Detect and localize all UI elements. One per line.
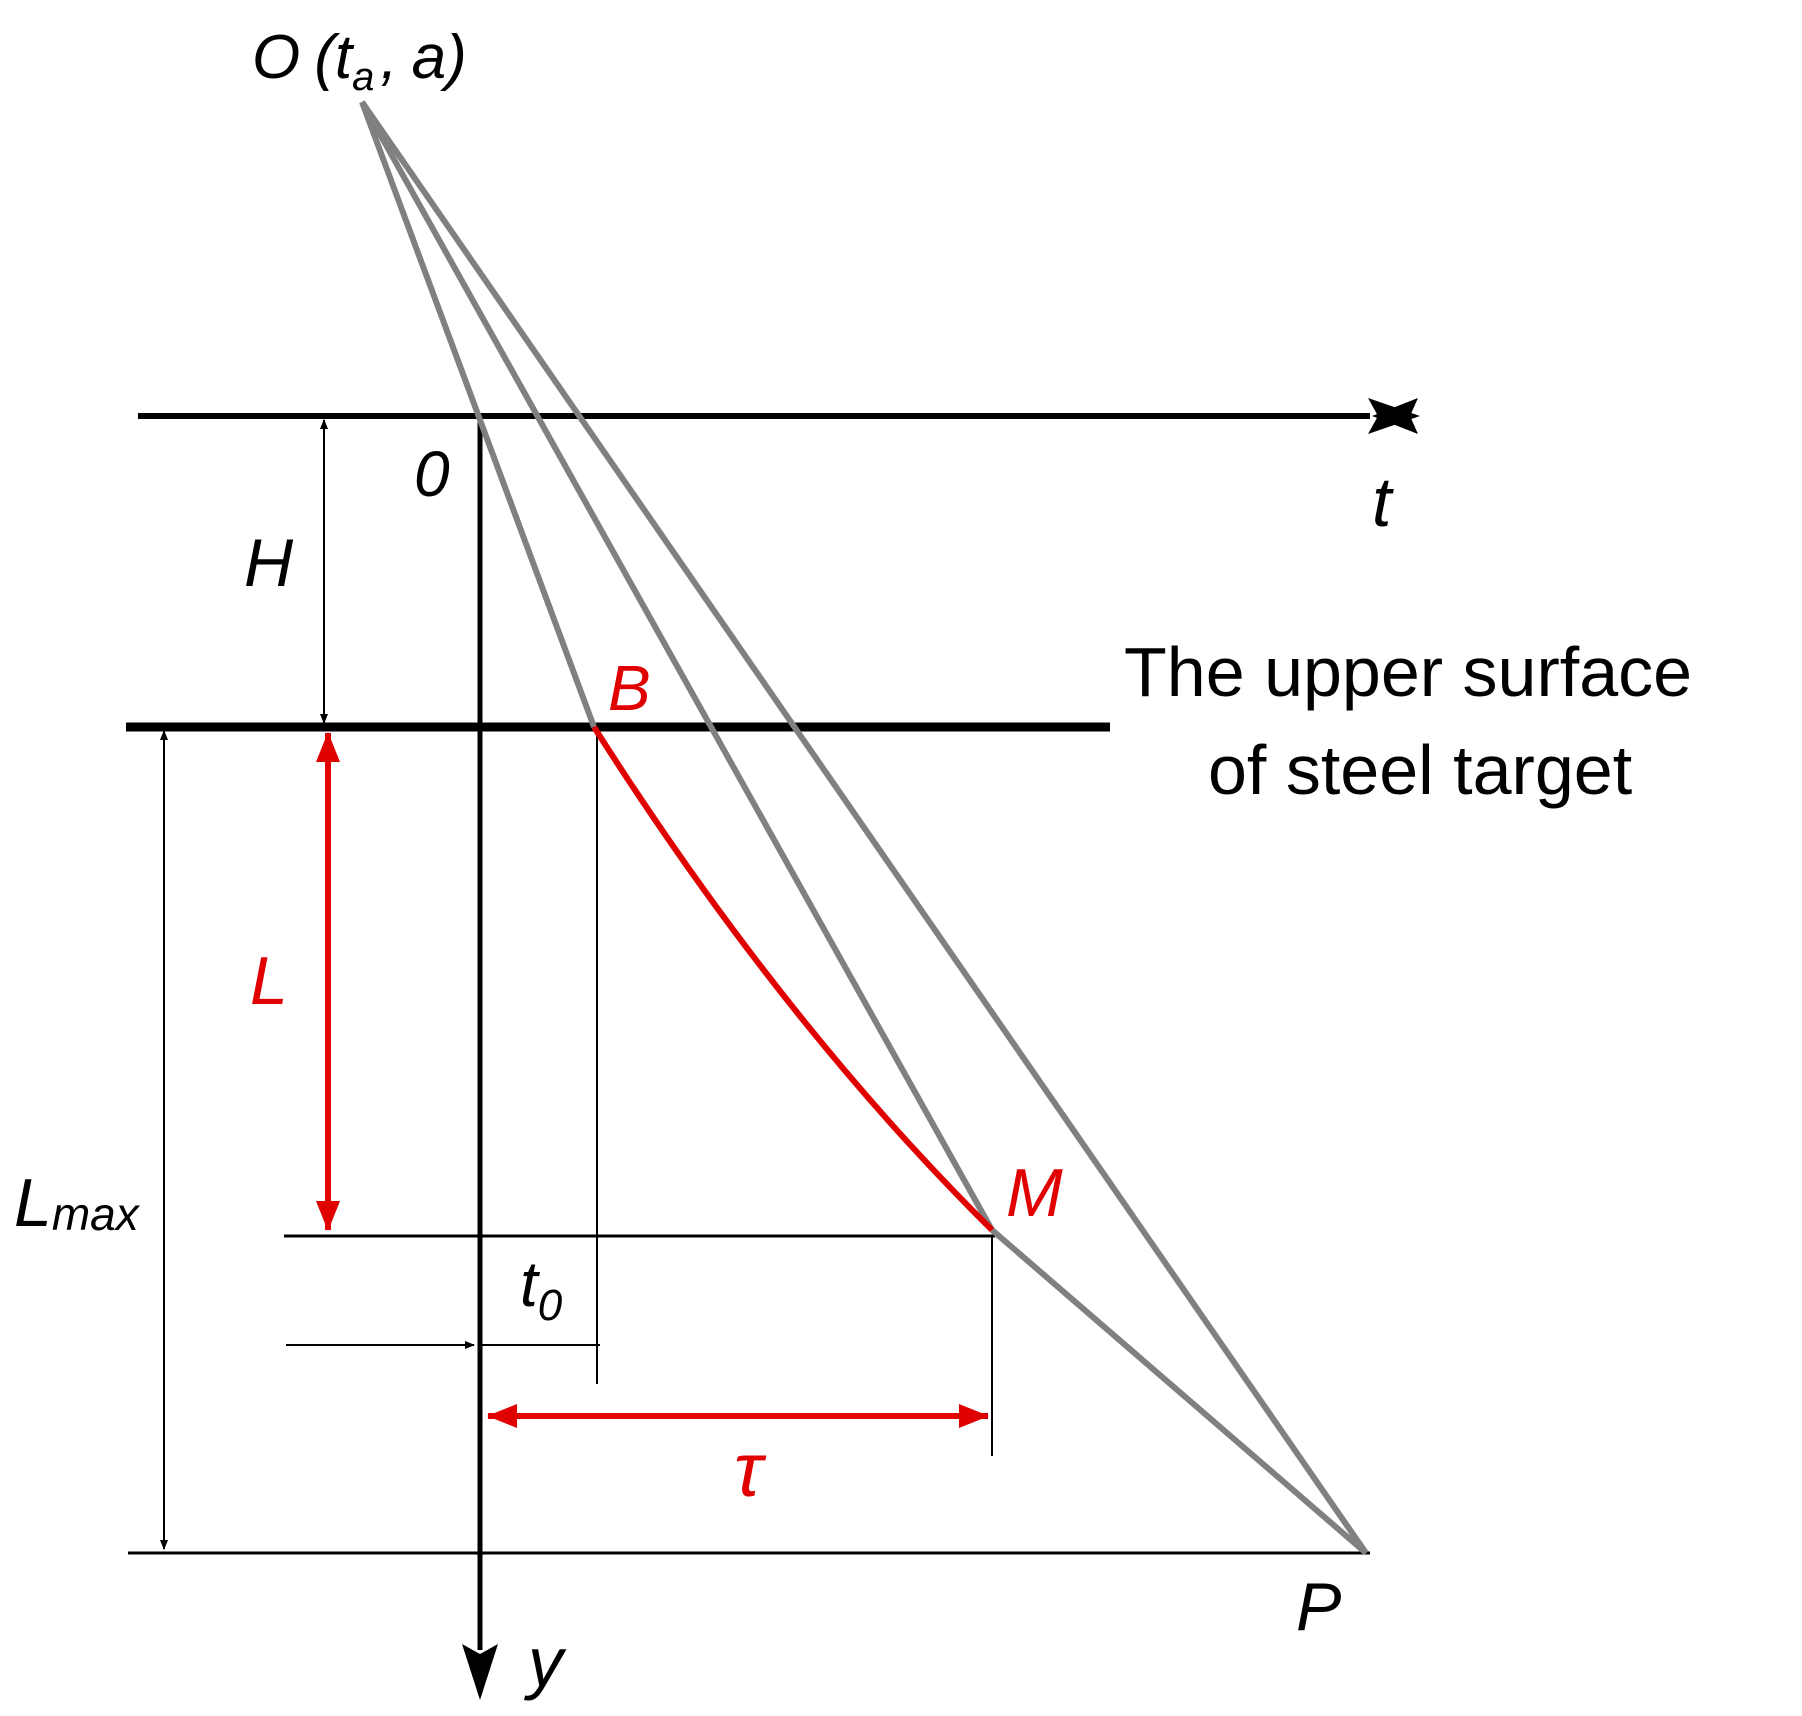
label-t-axis: t [1372,463,1394,541]
ray-O-P [359,100,1369,1555]
label-L-max: Lmax [14,1165,141,1241]
segment-M-P [990,1227,1368,1556]
label-origin: O(ta,a) [252,23,467,99]
label-P: P [1296,1569,1341,1645]
ray-O-M [359,100,995,1232]
label-zero: 0 [414,438,450,510]
label-t0: t0 [520,1248,563,1330]
label-M: M [1006,1155,1063,1231]
label-surface-line2: of steel target [1208,731,1632,809]
label-y-axis: y [524,1623,567,1701]
label-L: L [250,943,288,1019]
label-B: B [608,652,651,724]
label-H: H [244,525,294,601]
label-tau: τ [734,1428,767,1513]
label-surface-line1: The upper surface [1124,633,1692,711]
ray-O-B [359,100,597,729]
y-axis-arrowhead [462,1644,498,1700]
trajectory-curve [591,725,995,1233]
